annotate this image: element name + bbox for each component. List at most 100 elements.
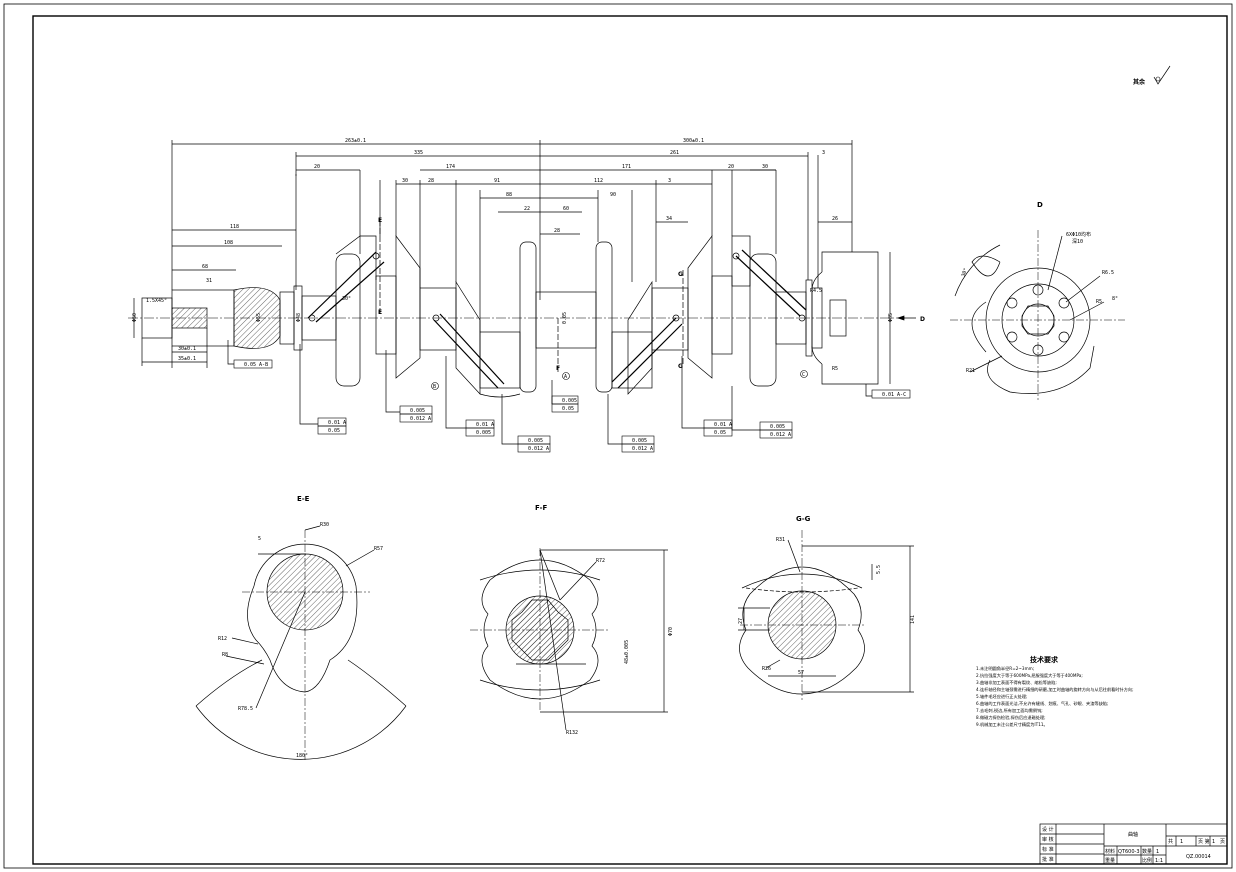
svg-text:E: E xyxy=(378,309,382,316)
svg-text:35±0.1: 35±0.1 xyxy=(178,356,196,362)
svg-text:112: 112 xyxy=(594,178,603,184)
svg-text:G: G xyxy=(678,363,683,370)
svg-text:R78.5: R78.5 xyxy=(238,706,253,712)
svg-text:0.005: 0.005 xyxy=(476,430,491,436)
svg-text:141: 141 xyxy=(910,615,916,624)
svg-text:3.曲轴非加工表面不得有裂纹、缩松等缺陷;: 3.曲轴非加工表面不得有裂纹、缩松等缺陷; xyxy=(976,679,1057,686)
svg-text:4.连杆轴径和主轴颈需进行精细的研磨,加工时曲轴的旋转方向与: 4.连杆轴径和主轴颈需进行精细的研磨,加工时曲轴的旋转方向与从后往前看时针方向; xyxy=(976,686,1134,693)
svg-text:26: 26 xyxy=(832,216,838,222)
svg-text:R21: R21 xyxy=(966,368,975,374)
section-ff-texts: F-F R72 R132 Φ70 48±0.005 xyxy=(535,504,674,736)
svg-text:0.012 A: 0.012 A xyxy=(770,432,791,438)
svg-text:3: 3 xyxy=(822,150,825,156)
svg-text:261: 261 xyxy=(670,150,679,156)
svg-text:Φ70: Φ70 xyxy=(668,627,674,636)
svg-text:174: 174 xyxy=(446,164,455,170)
view-markers: E E F G G D B A C xyxy=(378,217,925,390)
svg-text:0.01 A: 0.01 A xyxy=(714,422,732,428)
svg-text:30: 30 xyxy=(762,164,768,170)
svg-text:0.005: 0.005 xyxy=(528,438,543,444)
svg-text:页: 页 xyxy=(1220,839,1225,845)
svg-text:6XΦ10均布: 6XΦ10均布 xyxy=(1066,231,1091,238)
svg-text:30°: 30° xyxy=(961,267,970,278)
svg-text:1: 1 xyxy=(1180,839,1183,845)
svg-text:0.005: 0.005 xyxy=(770,424,785,430)
svg-text:0.05: 0.05 xyxy=(562,406,574,412)
svg-text:8°: 8° xyxy=(1112,296,1118,302)
section-ff xyxy=(470,548,668,731)
roughness-note: 其余 xyxy=(1133,65,1171,86)
section-gg-texts: G-G R31 R26 57 27 141 5.5 xyxy=(738,515,916,676)
svg-text:7.去毛刺,锐边,所有加工面均需倒钝;: 7.去毛刺,锐边,所有加工面均需倒钝; xyxy=(976,707,1043,714)
svg-text:0.01 A: 0.01 A xyxy=(476,422,494,428)
svg-text:F: F xyxy=(556,365,560,372)
svg-text:335: 335 xyxy=(414,150,423,156)
svg-text:0.005: 0.005 xyxy=(410,408,425,414)
svg-text:E: E xyxy=(378,217,382,224)
svg-text:6.曲轴的工作表面光洁,不允许有缝线、划痕、气孔、砂眼、夹渣: 6.曲轴的工作表面光洁,不允许有缝线、划痕、气孔、砂眼、夹渣等缺陷; xyxy=(976,700,1108,707)
svg-text:QT600-3: QT600-3 xyxy=(1118,849,1140,855)
gdt-texts: 0.01 A 0.05 0.005 0.012 A 0.01 A 0.005 0… xyxy=(244,362,906,452)
svg-text:30: 30 xyxy=(402,178,408,184)
svg-text:G: G xyxy=(678,271,683,278)
svg-text:88: 88 xyxy=(506,192,512,198)
svg-text:28: 28 xyxy=(554,228,560,234)
svg-text:30±0.1: 30±0.1 xyxy=(178,346,196,352)
svg-text:300±0.1: 300±0.1 xyxy=(683,138,704,144)
svg-text:2.抗拉强度大于等于600MPa,屈服强度大于等于400MP: 2.抗拉强度大于等于600MPa,屈服强度大于等于400MPa; xyxy=(976,672,1083,679)
main-dimension-texts: 263±0.1 300±0.1 335 261 174 171 20 20 30… xyxy=(132,138,894,372)
svg-text:R5: R5 xyxy=(1096,299,1102,305)
svg-text:0.05: 0.05 xyxy=(328,428,340,434)
svg-text:材料: 材料 xyxy=(1105,848,1115,855)
svg-text:1:1: 1:1 xyxy=(1155,858,1163,864)
svg-text:技术要求: 技术要求 xyxy=(1030,655,1059,664)
svg-text:0.01 A-C: 0.01 A-C xyxy=(882,392,906,398)
svg-text:0.005: 0.005 xyxy=(632,438,647,444)
svg-text:比例: 比例 xyxy=(1142,857,1152,864)
gdt-frames xyxy=(233,359,911,453)
svg-text:批 准: 批 准 xyxy=(1042,856,1054,863)
svg-text:R132: R132 xyxy=(566,730,578,736)
svg-text:A: A xyxy=(564,374,567,380)
svg-text:68: 68 xyxy=(202,264,208,270)
svg-text:34: 34 xyxy=(666,216,672,222)
svg-text:设 计: 设 计 xyxy=(1042,826,1054,833)
view-d xyxy=(950,230,1125,400)
svg-text:108: 108 xyxy=(224,240,233,246)
svg-text:20: 20 xyxy=(728,164,734,170)
svg-text:R8: R8 xyxy=(222,652,228,658)
svg-text:C: C xyxy=(802,372,805,378)
svg-text:Φ55: Φ55 xyxy=(256,313,262,322)
svg-text:R26: R26 xyxy=(762,666,771,672)
view-d-texts: D 6XΦ10均布 深10 R6.5 R5 8° R21 30° xyxy=(961,201,1118,374)
svg-text:其余: 其余 xyxy=(1133,78,1146,86)
svg-text:曲轴: 曲轴 xyxy=(1128,831,1138,838)
svg-text:1: 1 xyxy=(1156,849,1159,855)
svg-text:深10: 深10 xyxy=(1072,238,1083,245)
svg-text:R4.5: R4.5 xyxy=(810,288,822,294)
section-gg xyxy=(738,530,914,700)
svg-text:Φ48: Φ48 xyxy=(296,313,302,322)
svg-text:R31: R31 xyxy=(776,537,785,543)
svg-text:31: 31 xyxy=(206,278,212,284)
svg-text:数量: 数量 xyxy=(1142,848,1152,855)
svg-text:1.5X45°: 1.5X45° xyxy=(146,298,167,304)
svg-text:118: 118 xyxy=(230,224,239,230)
svg-text:R12: R12 xyxy=(218,636,227,642)
svg-text:D: D xyxy=(920,316,925,323)
svg-text:27: 27 xyxy=(738,618,744,624)
svg-text:0.012 A: 0.012 A xyxy=(410,416,431,422)
title-block-texts: 设 计 审 核 标 准 批 准 曲轴 材料 QT600-3 数量 1 重量 比例… xyxy=(1042,826,1225,864)
svg-text:R57: R57 xyxy=(374,546,383,552)
svg-text:标 准: 标 准 xyxy=(1042,846,1054,853)
svg-text:R30: R30 xyxy=(320,522,329,528)
svg-text:共: 共 xyxy=(1168,838,1173,845)
outer-frame xyxy=(3,3,1233,869)
svg-text:20: 20 xyxy=(314,164,320,170)
svg-text:48±0.005: 48±0.005 xyxy=(624,640,630,664)
svg-text:F-F: F-F xyxy=(535,504,547,512)
svg-text:页 第: 页 第 xyxy=(1198,838,1210,845)
svg-text:28: 28 xyxy=(428,178,434,184)
svg-text:0.01 A: 0.01 A xyxy=(328,420,346,426)
svg-text:0.05: 0.05 xyxy=(714,430,726,436)
